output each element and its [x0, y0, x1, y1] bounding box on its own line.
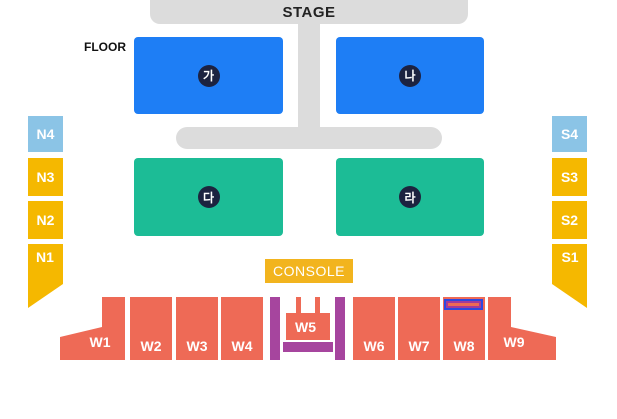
floor-section-ga[interactable]: 가 [134, 37, 283, 114]
section-n1[interactable]: N1 [28, 244, 63, 308]
section-w3[interactable]: W3 [176, 297, 218, 360]
floor-section-na[interactable]: 나 [336, 37, 484, 114]
stage-label: STAGE [282, 4, 336, 21]
w5-right-bar [335, 297, 345, 360]
section-n1-label: N1 [36, 249, 54, 265]
section-n4[interactable]: N4 [28, 116, 63, 152]
section-w9[interactable]: W9 [488, 297, 556, 360]
section-s2[interactable]: S2 [552, 201, 587, 239]
section-s3[interactable]: S3 [552, 158, 587, 196]
floor-section-ra[interactable]: 라 [336, 158, 484, 236]
section-w5-label: W5 [295, 319, 316, 335]
section-w9-label: W9 [504, 334, 525, 350]
section-w1-label: W1 [90, 334, 111, 350]
w5-notch-left [296, 297, 301, 315]
section-s1-label: S1 [561, 249, 578, 265]
floor-section-da[interactable]: 다 [134, 158, 283, 236]
runway-vertical [298, 22, 320, 130]
w5-notch-right [315, 297, 320, 315]
section-n2[interactable]: N2 [28, 201, 63, 239]
w5-left-bar [270, 297, 280, 360]
console: CONSOLE [265, 259, 353, 283]
section-w2[interactable]: W2 [130, 297, 172, 360]
section-s4[interactable]: S4 [552, 116, 587, 152]
section-w7[interactable]: W7 [398, 297, 440, 360]
section-w1[interactable]: W1 [60, 297, 125, 360]
section-s1[interactable]: S1 [552, 244, 587, 308]
w5-bottom-bar [283, 342, 333, 352]
selected-seat-marker[interactable] [444, 299, 483, 310]
section-n3[interactable]: N3 [28, 158, 63, 196]
floor-label: FLOOR [84, 40, 126, 54]
section-badge-da: 다 [197, 186, 220, 208]
w5-center [286, 313, 330, 340]
section-w4[interactable]: W4 [221, 297, 263, 360]
section-w6[interactable]: W6 [353, 297, 395, 360]
runway-horizontal [176, 127, 442, 149]
section-badge-ra: 라 [399, 186, 421, 208]
section-badge-ga: 가 [197, 64, 220, 87]
section-badge-na: 나 [399, 64, 421, 87]
stage: STAGE [150, 0, 468, 24]
